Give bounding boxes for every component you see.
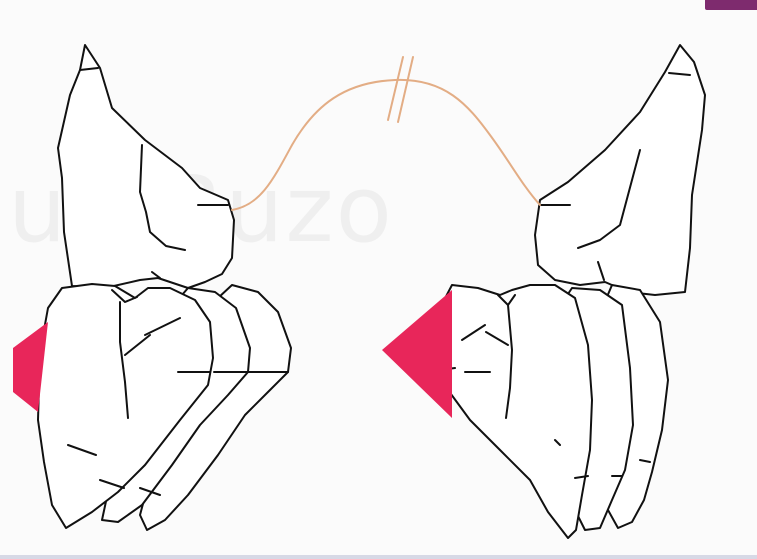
left-lower-tooth-contour [67,289,289,496]
wire-break-mark-2 [397,56,414,123]
frame-edge [0,555,757,559]
left-lower-tooth-1 [37,283,214,529]
left-upper-tooth [57,44,235,289]
left-upper-tooth-contour [79,67,229,279]
left-marker [13,322,48,412]
archwire [231,78,541,211]
right-marker [382,290,452,418]
right-upper-tooth-contour [539,72,691,281]
right-lower-tooth-1 [431,284,593,539]
right-upper-tooth [534,44,706,296]
corner-tab [705,0,757,10]
wire-break-mark-1 [387,56,404,121]
